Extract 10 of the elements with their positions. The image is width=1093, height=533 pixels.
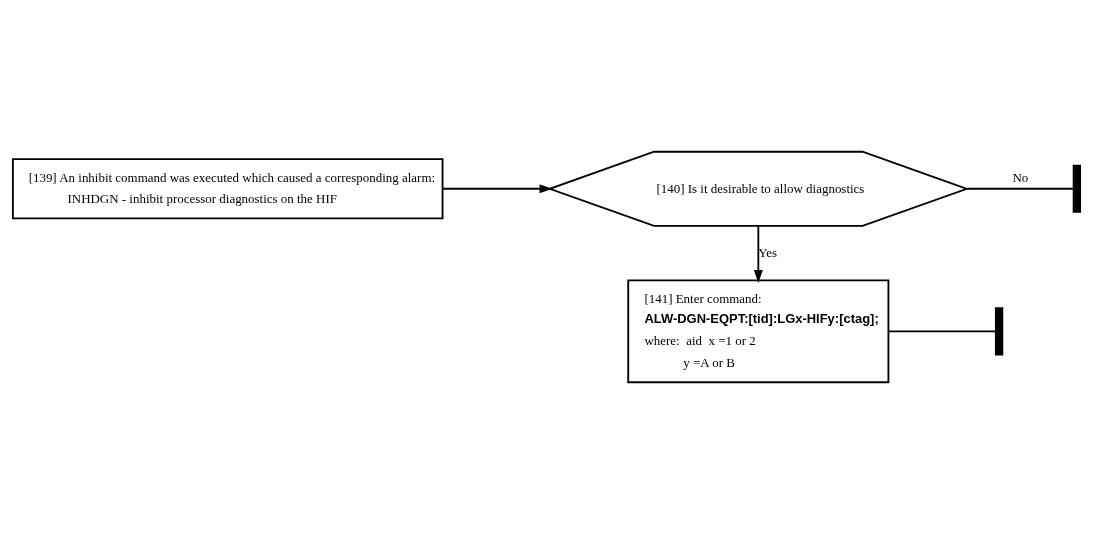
- node-box: [141] Enter command: ALW-DGN-EQPT:[tid]:LGx-HIFy:[ctag]; where: aid x =1 or 2 y =A or B: [627, 279, 890, 383]
- connector: [887, 329, 997, 332]
- arrow: [753, 224, 763, 283]
- edge-label: Yes: [758, 244, 778, 260]
- edge-label: No: [1012, 169, 1029, 185]
- node-box: [139] An inhibit command was executed which caused a corresponding alarm: INHDGN - inhibit processor diagnostics on the HIF: [11, 157, 444, 219]
- node-bar: [994, 306, 1004, 355]
- arrow: [441, 183, 553, 193]
- connector: [966, 187, 1075, 190]
- node-bar: [1072, 164, 1082, 213]
